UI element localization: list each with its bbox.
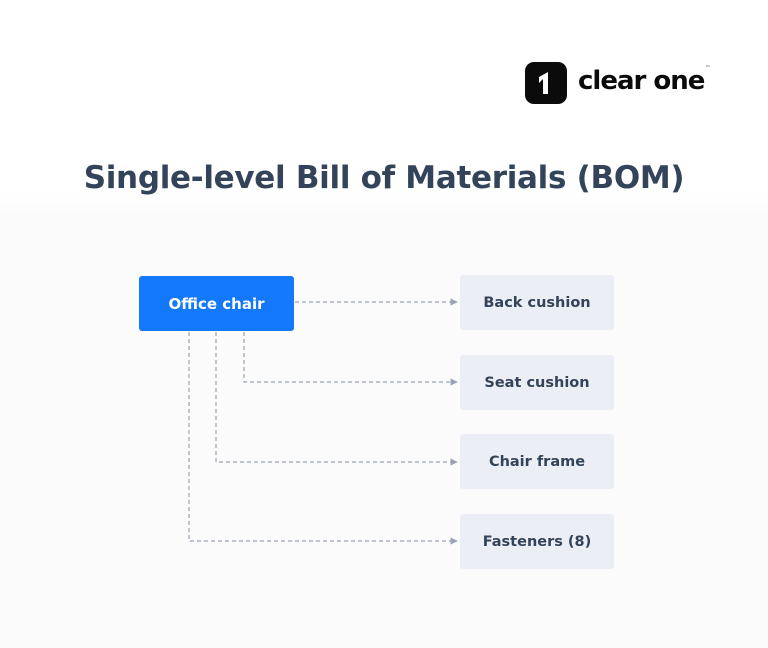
logo-mark-icon (525, 62, 567, 104)
child-node-chair-frame: Chair frame (460, 434, 614, 489)
page-title: Single-level Bill of Materials (BOM) (83, 160, 685, 196)
connector-fasteners (188, 332, 458, 545)
connector-seat-cushion (243, 332, 458, 386)
trademark-symbol: ™ (705, 65, 711, 71)
child-node-back-cushion: Back cushion (460, 275, 614, 330)
parent-node-office-chair: Office chair (139, 276, 294, 331)
child-node-fasteners: Fasteners (8) (460, 514, 614, 569)
connector-chair-frame (215, 332, 458, 466)
child-node-seat-cushion: Seat cushion (460, 355, 614, 410)
